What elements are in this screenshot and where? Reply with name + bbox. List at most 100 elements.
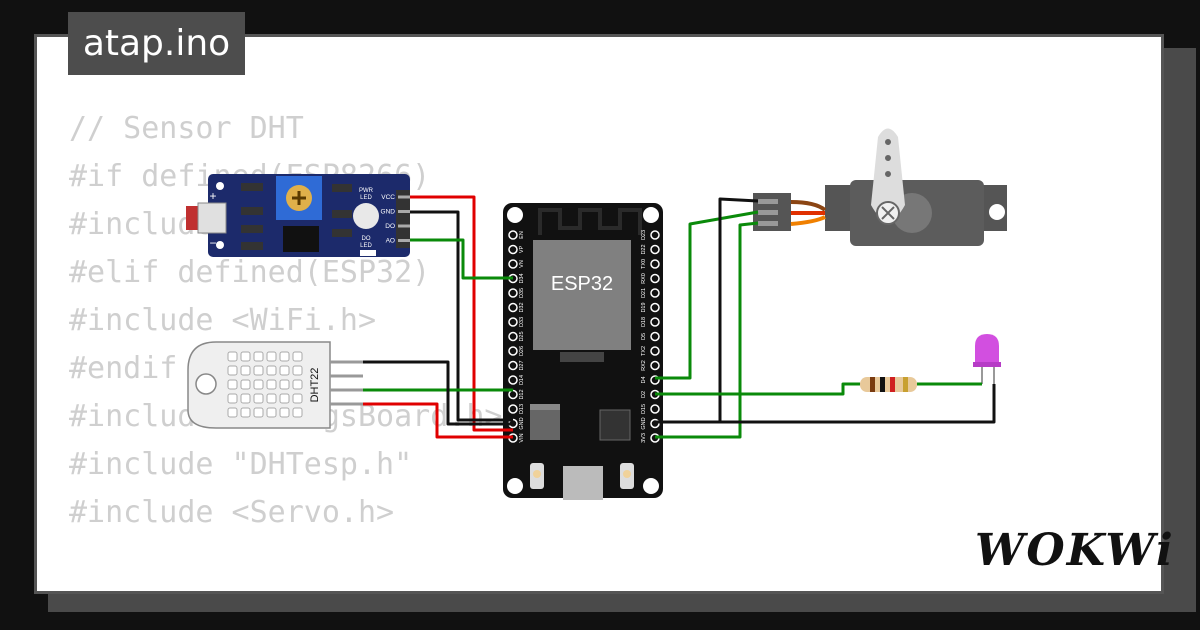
dht22-vent bbox=[240, 351, 251, 362]
code-line: #include <WiFi.h> bbox=[69, 303, 377, 338]
esp32-right-pin-hole[interactable] bbox=[650, 317, 660, 327]
dht22-sensor[interactable]: DHT22 bbox=[187, 341, 363, 429]
dht22-vent bbox=[240, 365, 251, 376]
esp32-right-pin-label: 3V3 bbox=[641, 433, 647, 443]
wire-ldr-vcc bbox=[410, 195, 513, 432]
svg-text:−: − bbox=[209, 236, 216, 250]
esp32-left-pin-label: D13 bbox=[519, 404, 525, 414]
wires bbox=[363, 195, 996, 439]
esp32-left-pin-label: GND bbox=[519, 417, 525, 429]
dht22-vent bbox=[279, 393, 290, 404]
dht22-vent bbox=[266, 407, 277, 418]
esp32-right-pin-label: TX2 bbox=[641, 346, 647, 356]
svg-text:+: + bbox=[209, 189, 216, 203]
esp32-left-pin-hole[interactable] bbox=[508, 317, 518, 327]
project-title[interactable]: atap.ino bbox=[68, 12, 245, 75]
esp32-left-pin-label: D33 bbox=[519, 317, 525, 327]
dht22-vent bbox=[227, 407, 238, 418]
esp32-right-pin-hole[interactable] bbox=[650, 259, 660, 269]
esp32-left-pin-hole[interactable] bbox=[508, 375, 518, 385]
code-line: // Sensor DHT bbox=[69, 111, 304, 146]
dht22-vent bbox=[279, 407, 290, 418]
dht22-vent bbox=[253, 365, 264, 376]
dht22-vent bbox=[227, 379, 238, 390]
dht22-vents bbox=[227, 351, 303, 418]
esp32-right-pin-hole[interactable] bbox=[650, 404, 660, 414]
esp32-left-pin-hole[interactable] bbox=[508, 259, 518, 269]
dht22-vent bbox=[292, 365, 303, 376]
ldr-pin-label: DO bbox=[385, 223, 395, 230]
esp32-right-pin-hole[interactable] bbox=[650, 302, 660, 313]
esp32-left-pin-label: D35 bbox=[519, 288, 525, 298]
code-line: #include "DHTesp.h" bbox=[69, 447, 413, 482]
esp32-left-pin-label: D27 bbox=[519, 360, 525, 370]
dht22-vent bbox=[266, 393, 277, 404]
dht22-vent bbox=[292, 351, 303, 362]
wokwi-logo: WOKWi bbox=[975, 525, 1175, 576]
led[interactable] bbox=[973, 334, 1001, 384]
esp32-left-pin-hole[interactable] bbox=[508, 404, 518, 414]
esp32-right-pin-label: D19 bbox=[641, 302, 647, 312]
esp32-left-pin-hole[interactable] bbox=[508, 346, 518, 356]
esp32-board[interactable]: ESP32 ENVPVND34D35D32D33D25D26D27D14D12D… bbox=[503, 203, 663, 500]
ldr-pin-label: GND bbox=[381, 209, 396, 216]
dht22-vent bbox=[266, 365, 277, 376]
esp32-right-pin-label: D23 bbox=[641, 230, 647, 240]
svg-text:LED: LED bbox=[360, 195, 372, 201]
esp32-left-pin-hole[interactable] bbox=[508, 244, 518, 255]
esp32-left-pin-label: D34 bbox=[519, 273, 525, 283]
dht22-vent bbox=[227, 393, 238, 404]
esp32-right-pin-hole[interactable] bbox=[650, 273, 660, 284]
esp32-left-pin-hole[interactable] bbox=[508, 230, 518, 240]
esp32-left-pin-label: D25 bbox=[519, 331, 525, 341]
esp32-right-pin-label: RX0 bbox=[641, 273, 647, 284]
ldr-pin-label: AO bbox=[386, 238, 395, 245]
wire-servo-gnd bbox=[655, 197, 759, 424]
dht22-vent bbox=[253, 379, 264, 390]
dht22-vent bbox=[279, 365, 290, 376]
dht22-vent bbox=[266, 351, 277, 362]
wire-dht-gnd bbox=[363, 360, 513, 426]
esp32-label: ESP32 bbox=[551, 273, 613, 295]
esp32-right-pin-label: TX0 bbox=[641, 259, 647, 269]
wire-resistor bbox=[655, 382, 860, 396]
dht22-vent bbox=[279, 379, 290, 390]
code-line: #elif defined(ESP32) bbox=[69, 255, 431, 290]
svg-text:DO: DO bbox=[362, 236, 371, 242]
esp32-left-pin-label: D14 bbox=[519, 375, 525, 385]
dht22-vent bbox=[240, 407, 251, 418]
esp32-right-pins: D23D22TX0RX0D21D19D18D5TX2RX2D4D2D15GND3… bbox=[641, 230, 660, 443]
esp32-right-pin-hole[interactable] bbox=[650, 288, 660, 298]
esp32-right-pin-hole[interactable] bbox=[650, 360, 660, 371]
dht22-vent bbox=[253, 407, 264, 418]
svg-text:LED: LED bbox=[360, 243, 372, 249]
esp32-left-pin-hole[interactable] bbox=[508, 288, 518, 298]
wire-ldr-gnd bbox=[410, 210, 513, 422]
esp32-right-pin-label: D2 bbox=[641, 391, 647, 398]
dht22-vent bbox=[227, 351, 238, 362]
esp32-left-pin-hole[interactable] bbox=[508, 302, 518, 313]
esp32-left-pin-hole[interactable] bbox=[508, 360, 518, 371]
dht22-vent bbox=[292, 379, 303, 390]
esp32-left-pin-hole[interactable] bbox=[508, 389, 518, 400]
esp32-left-pin-label: VIN bbox=[519, 433, 525, 442]
esp32-right-pin-label: GND bbox=[641, 417, 647, 429]
dht22-vent bbox=[240, 379, 251, 390]
photoresistor bbox=[186, 206, 198, 230]
esp32-right-pin-hole[interactable] bbox=[650, 244, 660, 255]
dht22-vent bbox=[240, 393, 251, 404]
wire-ldr-ao bbox=[410, 238, 513, 280]
esp32-right-pin-hole[interactable] bbox=[650, 331, 660, 342]
esp32-right-pin-hole[interactable] bbox=[650, 346, 660, 356]
code-line: #include <Servo.h> bbox=[69, 495, 395, 530]
servo-motor[interactable] bbox=[753, 128, 1007, 247]
svg-text:PWR: PWR bbox=[359, 188, 374, 194]
usb-port bbox=[563, 466, 603, 500]
esp32-right-pin-label: D18 bbox=[641, 317, 647, 327]
esp32-left-pin-label: D26 bbox=[519, 346, 525, 356]
esp32-right-pin-hole[interactable] bbox=[650, 230, 660, 240]
esp32-right-pin-label: RX2 bbox=[641, 360, 647, 371]
esp32-left-pin-hole[interactable] bbox=[508, 331, 518, 342]
